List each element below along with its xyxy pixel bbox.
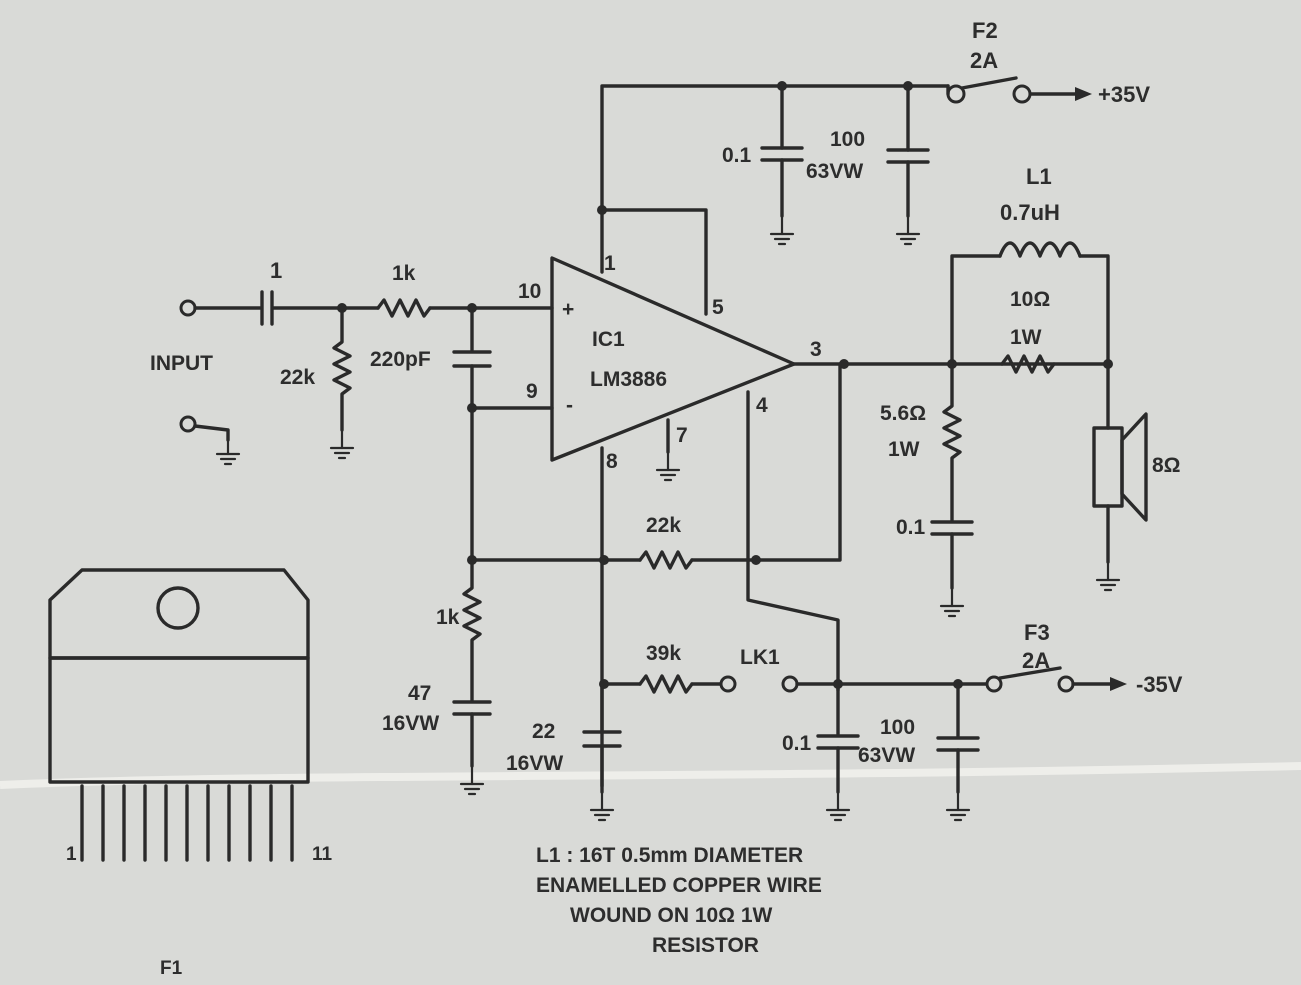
package-pin11-label: 11 <box>312 844 333 865</box>
bias-resistor-label: 22k <box>280 366 315 389</box>
input-cap-label: 1 <box>270 258 282 283</box>
pin3-label: 3 <box>810 338 822 361</box>
pin9-label: 9 <box>526 380 538 403</box>
lk1-label: LK1 <box>740 646 780 669</box>
ic1-part-number: LM3886 <box>590 368 667 391</box>
ic1-name: IC1 <box>592 328 625 351</box>
pin4-label: 4 <box>756 394 768 417</box>
input-resistor-label: 1k <box>392 262 416 285</box>
pin5-label: 5 <box>712 296 724 319</box>
input-label: INPUT <box>150 352 213 375</box>
bottom-cap-63vw-label: 63VW <box>858 744 915 767</box>
pin8-label: 8 <box>606 450 618 473</box>
r39k-label: 39k <box>646 642 681 665</box>
negative-rail-label: -35V <box>1136 672 1183 697</box>
feedback-network <box>452 362 842 796</box>
note-line-3: WOUND ON 10Ω 1W <box>570 904 773 927</box>
c47-label: 47 <box>408 682 431 705</box>
r56-label: 5.6Ω <box>880 402 926 425</box>
r56-watt: 1W <box>888 438 920 461</box>
f1-label: F1 <box>160 958 183 979</box>
input-network <box>179 290 554 466</box>
minus-input-mark: - <box>566 394 573 417</box>
note-line-4: RESISTOR <box>652 934 759 957</box>
top-cap-01-label: 0.1 <box>722 144 752 167</box>
l1-value: 0.7uH <box>1000 200 1060 225</box>
zobel-cap-label: 0.1 <box>896 516 926 539</box>
speaker-label: 8Ω <box>1152 454 1181 477</box>
note-line-1: L1 : 16T 0.5mm DIAMETER <box>536 844 803 867</box>
package-pin1-label: 1 <box>66 844 77 865</box>
f2-label: F2 <box>972 18 998 43</box>
positive-supply <box>597 76 1092 316</box>
l1-label: L1 <box>1026 164 1052 189</box>
c22-voltage: 16VW <box>506 752 563 775</box>
output-network <box>930 241 1148 618</box>
feedback-resistor-label: 22k <box>646 514 681 537</box>
f3-rating: 2A <box>1022 648 1050 673</box>
pin1-label: 1 <box>604 252 616 275</box>
pin10-label: 10 <box>518 280 541 303</box>
f2-rating: 2A <box>970 48 998 73</box>
r10-watt: 1W <box>1010 326 1042 349</box>
note-line-2: ENAMELLED COPPER WIRE <box>536 874 822 897</box>
top-cap-63vw-label: 63VW <box>806 160 863 183</box>
negative-supply <box>582 666 1127 822</box>
ic-package-outline <box>48 568 310 862</box>
f3-label: F3 <box>1024 620 1050 645</box>
pin7-label: 7 <box>676 424 688 447</box>
plus-input-mark: + <box>562 298 574 321</box>
c47-voltage: 16VW <box>382 712 439 735</box>
bottom-cap-01-label: 0.1 <box>782 732 812 755</box>
ground-resistor-label: 1k <box>436 606 460 629</box>
positive-rail-label: +35V <box>1098 82 1150 107</box>
c220pf-label: 220pF <box>370 348 431 371</box>
r10-label: 10Ω <box>1010 288 1050 311</box>
c22-label: 22 <box>532 720 555 743</box>
top-cap-100-label: 100 <box>830 128 865 151</box>
bottom-cap-100-label: 100 <box>880 716 915 739</box>
